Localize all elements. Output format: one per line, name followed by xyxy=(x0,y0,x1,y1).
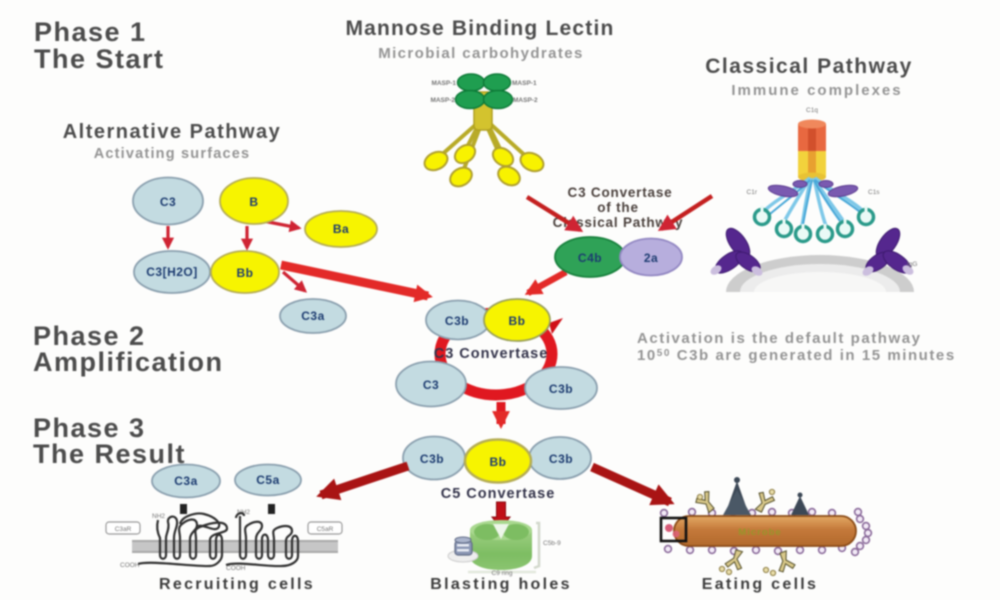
svg-text:Phase 3: Phase 3 xyxy=(33,413,146,443)
svg-text:Bb: Bb xyxy=(237,266,254,280)
svg-text:Immune complexes: Immune complexes xyxy=(731,82,902,99)
svg-text:COOH: COOH xyxy=(226,565,246,572)
svg-text:C9 ring: C9 ring xyxy=(492,570,513,577)
svg-text:of the: of the xyxy=(597,200,639,215)
svg-text:2a: 2a xyxy=(644,251,658,265)
svg-text:C4b: C4b xyxy=(578,251,602,265)
svg-text:C1q: C1q xyxy=(806,107,818,114)
svg-text:C3: C3 xyxy=(160,195,176,209)
svg-text:Eating cells: Eating cells xyxy=(702,576,819,593)
svg-text:Bb: Bb xyxy=(509,314,526,328)
svg-text:C3b: C3b xyxy=(549,382,573,396)
svg-text:Phase 2: Phase 2 xyxy=(33,321,146,351)
svg-text:C5a: C5a xyxy=(256,473,280,487)
svg-text:C1s: C1s xyxy=(868,189,880,196)
svg-text:Bb: Bb xyxy=(490,455,507,469)
svg-text:B: B xyxy=(249,195,258,209)
svg-text:C3a: C3a xyxy=(174,474,198,488)
svg-text:Recruiting cells: Recruiting cells xyxy=(159,576,315,593)
svg-text:C5 Convertase: C5 Convertase xyxy=(441,486,556,502)
svg-text:The Result: The Result xyxy=(33,439,186,469)
svg-text:C3b: C3b xyxy=(549,452,573,466)
svg-text:The Start: The Start xyxy=(34,44,165,74)
svg-text:C1r: C1r xyxy=(747,189,758,196)
svg-text:Phase 1: Phase 1 xyxy=(34,17,147,47)
svg-text:Microbial carbohydrates: Microbial carbohydrates xyxy=(378,45,584,62)
svg-text:C3: C3 xyxy=(423,378,439,392)
svg-text:Alternative Pathway: Alternative Pathway xyxy=(63,121,282,143)
svg-text:Activation is the default path: Activation is the default pathway xyxy=(637,330,922,347)
svg-text:C3b: C3b xyxy=(420,452,444,466)
svg-text:Blasting holes: Blasting holes xyxy=(430,576,572,593)
svg-text:MASP-1: MASP-1 xyxy=(512,80,537,87)
svg-text:NH2: NH2 xyxy=(237,509,250,516)
svg-text:IgG: IgG xyxy=(907,261,917,268)
svg-text:C5b-9: C5b-9 xyxy=(543,540,561,547)
svg-text:MASP-2: MASP-2 xyxy=(430,97,455,104)
svg-text:Microbe: Microbe xyxy=(738,527,781,538)
svg-text:C3a: C3a xyxy=(301,309,325,323)
svg-text:C3 Convertase: C3 Convertase xyxy=(434,346,549,362)
svg-text:Amplification: Amplification xyxy=(33,347,224,377)
svg-text:COOH: COOH xyxy=(120,562,140,569)
svg-text:Activating surfaces: Activating surfaces xyxy=(94,146,251,162)
svg-text:NH2: NH2 xyxy=(152,513,165,520)
svg-text:C3aR: C3aR xyxy=(115,526,132,533)
svg-text:Classical Pathway: Classical Pathway xyxy=(553,215,684,230)
svg-text:Ba: Ba xyxy=(333,222,349,236)
svg-text:MASP-1: MASP-1 xyxy=(431,80,456,87)
svg-text:C3b: C3b xyxy=(445,314,469,328)
svg-text:Mannose Binding Lectin: Mannose Binding Lectin xyxy=(345,17,614,40)
svg-text:Classical Pathway: Classical Pathway xyxy=(705,55,913,78)
svg-text:C3[H2O]: C3[H2O] xyxy=(146,265,198,279)
svg-text:1050 C3b are generated in 15 m: 1050 C3b are generated in 15 minutes xyxy=(637,347,956,364)
svg-text:C5aR: C5aR xyxy=(317,526,334,533)
svg-text:MASP-2: MASP-2 xyxy=(513,97,538,104)
svg-text:C3 Convertase: C3 Convertase xyxy=(568,185,673,200)
